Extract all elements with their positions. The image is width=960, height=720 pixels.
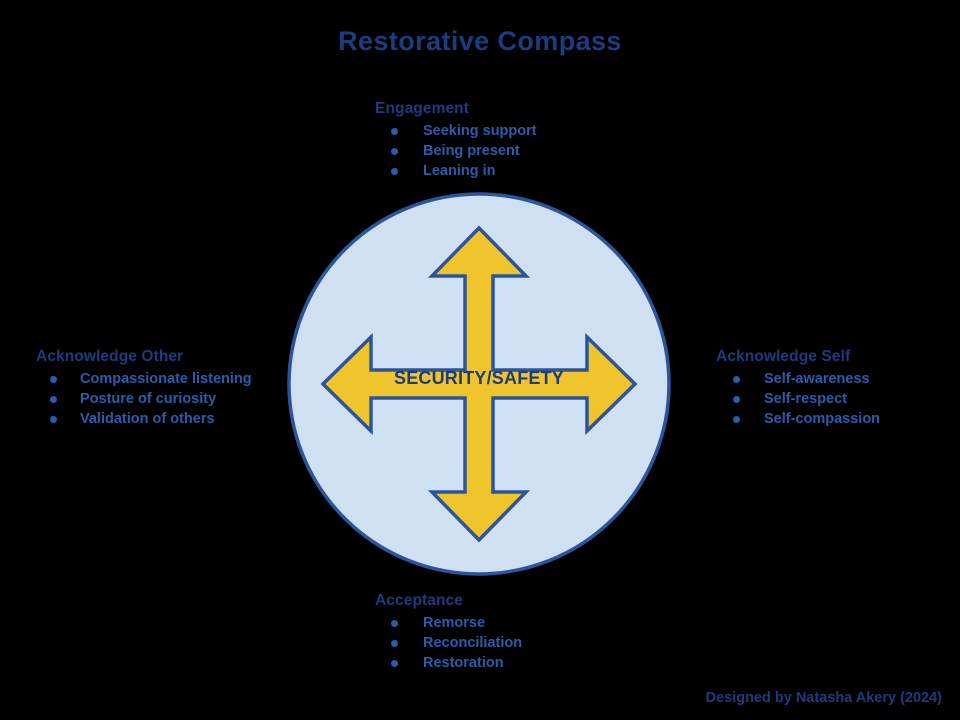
bullet-dot-icon xyxy=(391,620,398,627)
page-title: Restorative Compass xyxy=(338,26,622,56)
quadrant-block-south: Acceptance Remorse Reconciliation Restor… xyxy=(375,592,522,673)
list-item-label: Posture of curiosity xyxy=(80,391,217,407)
compass-graphic xyxy=(285,190,673,578)
bullet-dot-icon xyxy=(391,148,398,155)
list-item: Remorse xyxy=(375,613,522,633)
quadrant-heading-east: Acknowledge Self xyxy=(716,348,851,365)
list-item-label: Restoration xyxy=(423,655,504,671)
list-item-label: Remorse xyxy=(423,615,486,631)
list-item-label: Self-respect xyxy=(764,391,848,407)
list-item: Seeking support xyxy=(375,121,537,141)
list-item: Self-awareness xyxy=(716,369,880,389)
list-item: Leaning in xyxy=(375,161,537,181)
list-item-label: Being present xyxy=(423,143,520,159)
credit-line: Designed by Natasha Akery (2024) xyxy=(705,690,942,706)
list-item: Restoration xyxy=(375,653,522,673)
quadrant-list-north: Seeking support Being present Leaning in xyxy=(375,121,537,181)
bullet-dot-icon xyxy=(391,128,398,135)
bullet-dot-icon xyxy=(50,376,57,383)
list-item-label: Seeking support xyxy=(423,123,537,139)
bullet-dot-icon xyxy=(391,168,398,175)
bullet-dot-icon xyxy=(391,660,398,667)
list-item: Reconciliation xyxy=(375,633,522,653)
quadrant-heading-south: Acceptance xyxy=(375,592,464,609)
list-item: Self-respect xyxy=(716,389,880,409)
bullet-dot-icon xyxy=(50,396,57,403)
list-item: Self-compassion xyxy=(716,409,880,429)
quadrant-list-east: Self-awareness Self-respect Self-compass… xyxy=(716,369,880,429)
list-item-label: Self-awareness xyxy=(764,371,870,387)
list-item: Being present xyxy=(375,141,537,161)
quadrant-list-south: Remorse Reconciliation Restoration xyxy=(375,613,522,673)
list-item: Compassionate listening xyxy=(36,369,290,389)
quadrant-block-east: Acknowledge Self Self-awareness Self-res… xyxy=(716,348,880,429)
bullet-dot-icon xyxy=(50,416,57,423)
list-item-label: Compassionate listening xyxy=(80,371,252,387)
bullet-dot-icon xyxy=(733,396,740,403)
four-way-arrow-icon xyxy=(320,225,638,543)
list-item-label: Self-compassion xyxy=(764,411,881,427)
list-item: Posture of curiosity xyxy=(36,389,290,409)
list-item: Validation of others xyxy=(36,409,290,429)
quadrant-block-north: Engagement Seeking support Being present… xyxy=(375,100,537,181)
bullet-dot-icon xyxy=(733,416,740,423)
bullet-dot-icon xyxy=(391,640,398,647)
list-item-label: Reconciliation xyxy=(423,635,523,651)
quadrant-heading-north: Engagement xyxy=(375,100,470,117)
bullet-dot-icon xyxy=(733,376,740,383)
list-item-label: Validation of others xyxy=(80,411,215,427)
list-item-label: Leaning in xyxy=(423,163,496,179)
quadrant-heading-west: Acknowledge Other xyxy=(36,348,184,365)
quadrant-block-west: Acknowledge Other Compassionate listenin… xyxy=(36,348,290,429)
quadrant-list-west: Compassionate listening Posture of curio… xyxy=(36,369,290,429)
